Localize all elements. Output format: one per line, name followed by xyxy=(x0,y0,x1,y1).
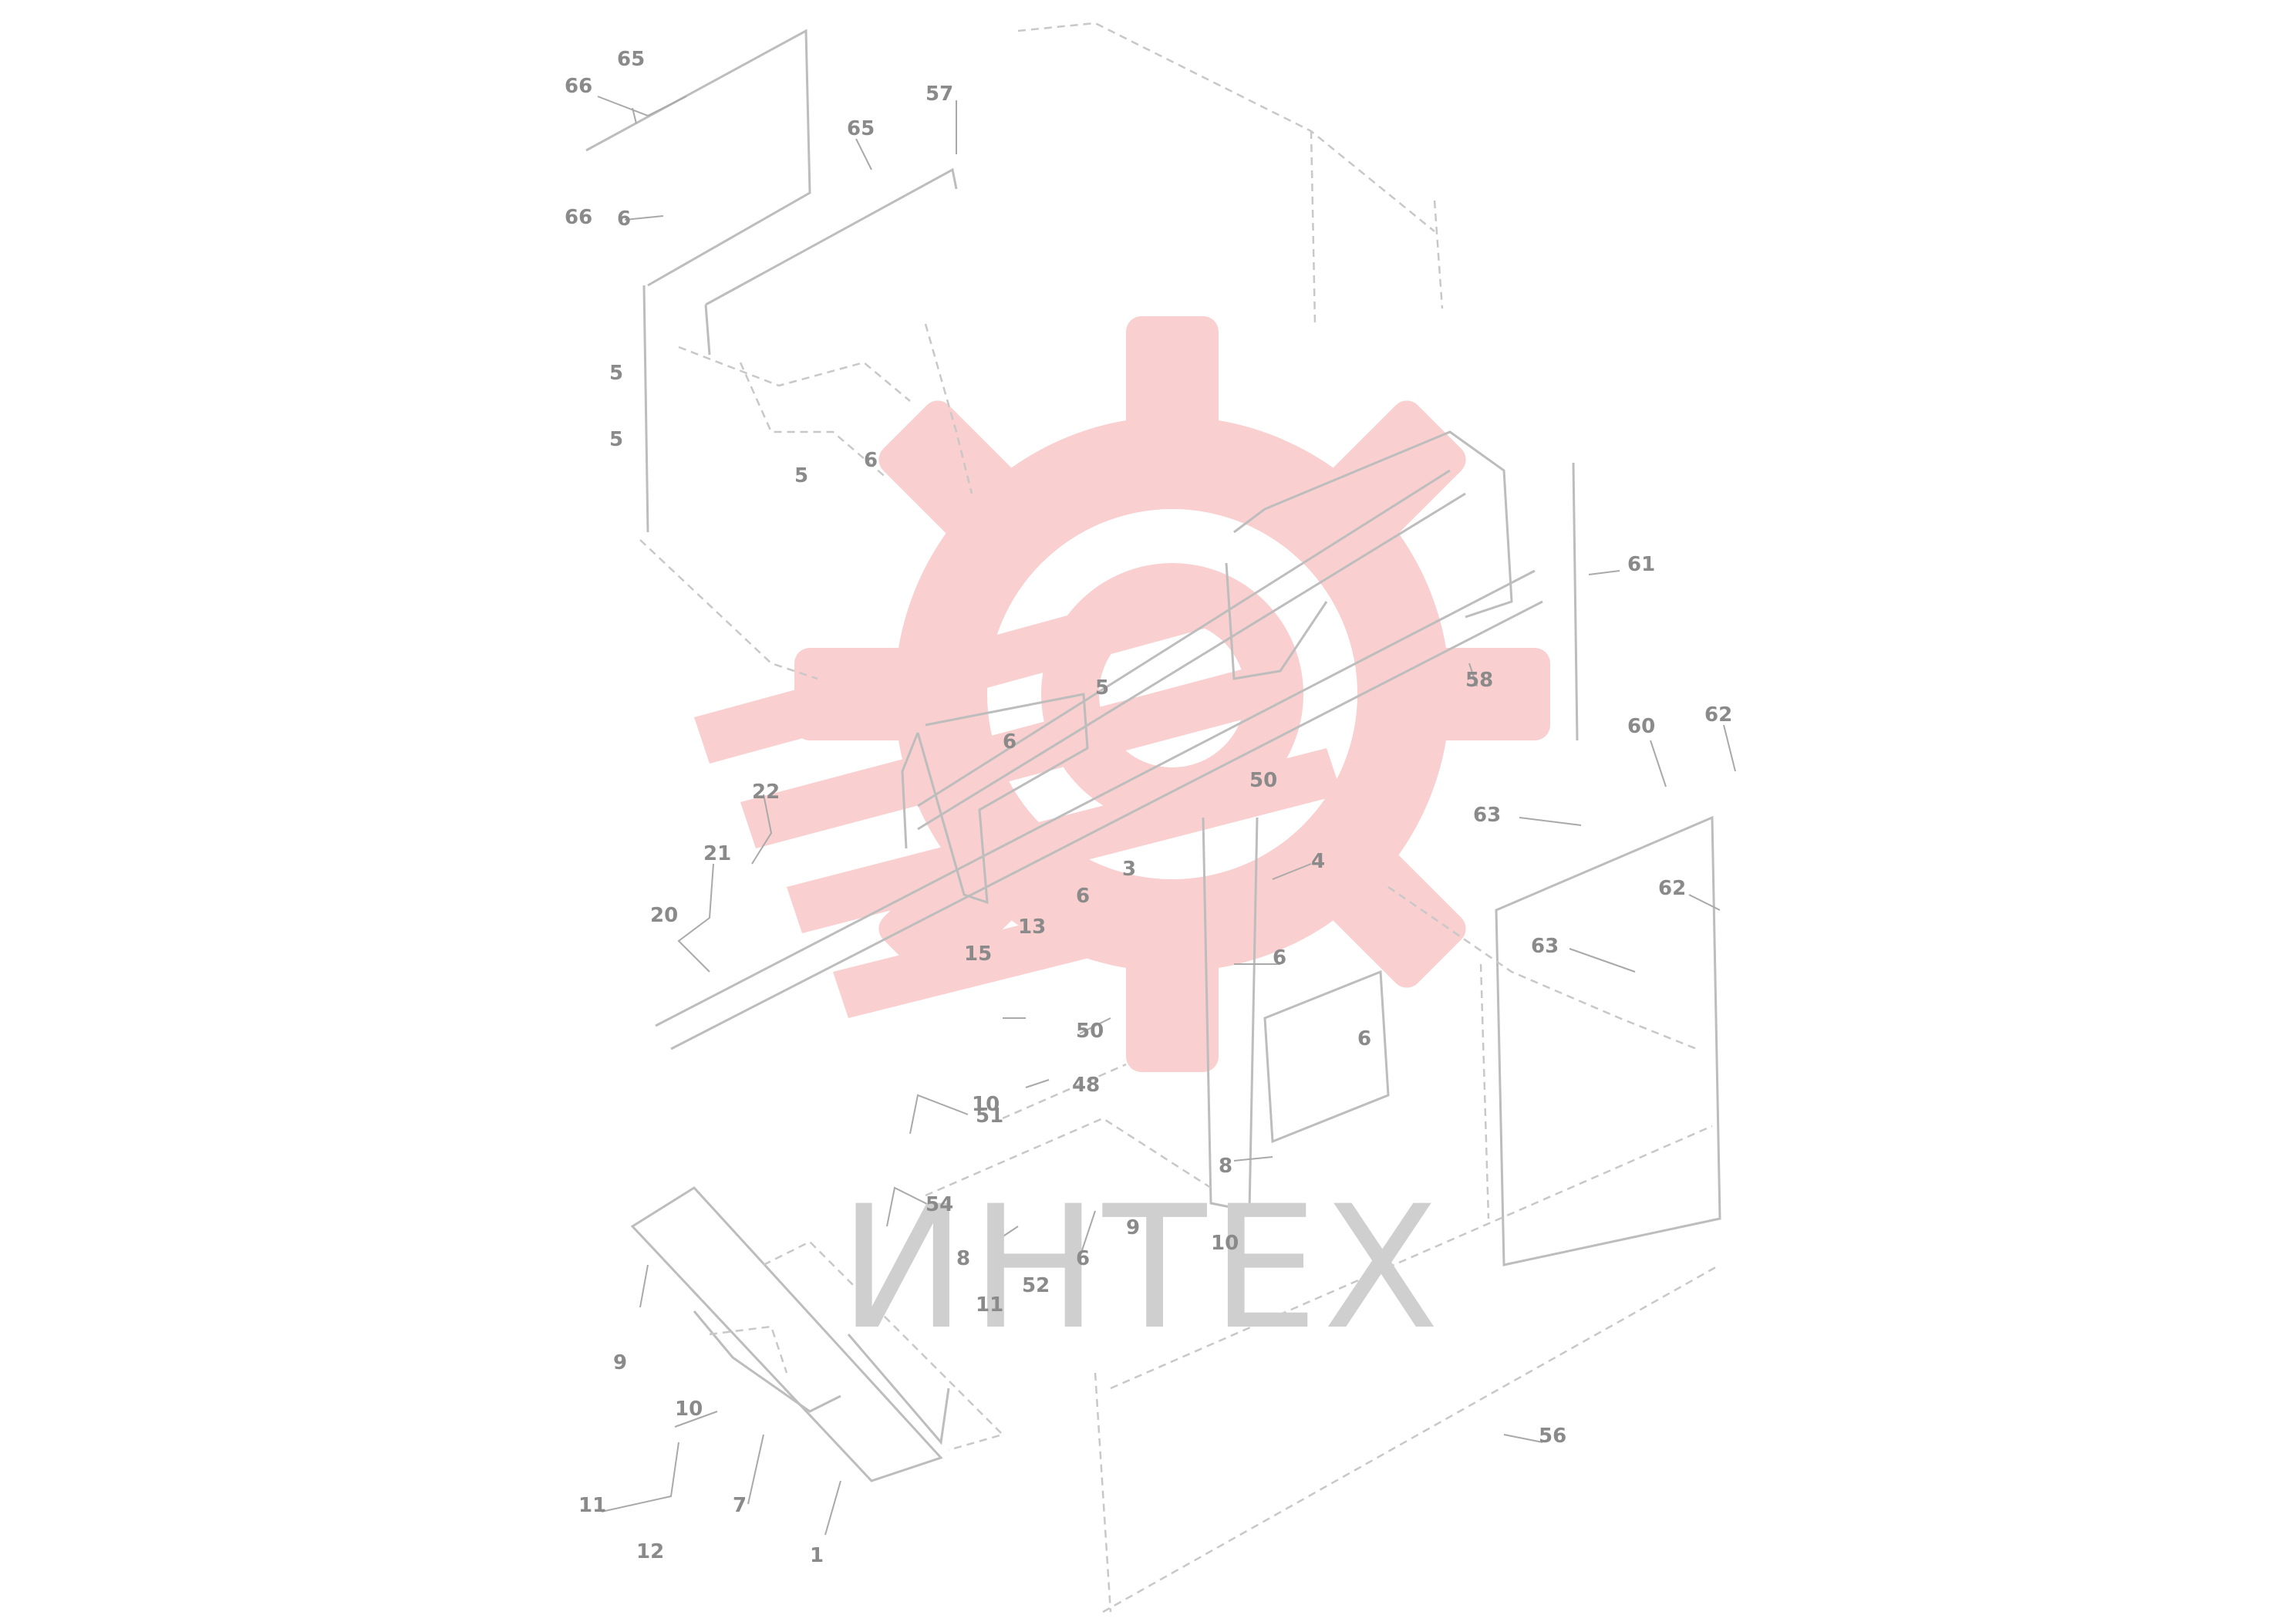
callout-label: 51 xyxy=(976,1104,1003,1128)
exploded-view-line-art xyxy=(585,22,1721,1614)
callout-label: 22 xyxy=(752,781,780,804)
callout-label: 10 xyxy=(972,1093,1000,1116)
callout-label: 50 xyxy=(1249,769,1277,792)
callout-leader-lines xyxy=(597,96,1736,1536)
callout-label: 66 xyxy=(565,206,592,229)
callout-label: 11 xyxy=(578,1494,606,1517)
callout-label: 5 xyxy=(1095,676,1109,700)
callout-label: 12 xyxy=(636,1540,664,1563)
watermark-text: ИНТЕХ xyxy=(839,1169,1444,1367)
callout-label: 63 xyxy=(1531,935,1559,958)
part-number-callouts: 66 65 66 6 65 57 5 5 5 6 61 58 60 62 63 … xyxy=(565,48,1732,1567)
callout-label: 6 xyxy=(617,207,631,231)
callout-label: 8 xyxy=(1219,1155,1232,1178)
callout-label: 5 xyxy=(609,428,623,451)
gear-logo-watermark xyxy=(694,316,1550,1072)
callout-label: 56 xyxy=(1539,1425,1566,1448)
callout-label: 8 xyxy=(956,1247,970,1270)
callout-label: 21 xyxy=(703,842,731,865)
callout-label: 3 xyxy=(1122,858,1136,881)
callout-label: 1 xyxy=(810,1544,824,1567)
callout-label: 10 xyxy=(675,1398,703,1421)
callout-label: 9 xyxy=(613,1351,627,1374)
callout-label: 52 xyxy=(1022,1274,1050,1297)
callout-label: 58 xyxy=(1465,669,1493,692)
callout-label: 48 xyxy=(1072,1074,1100,1097)
callout-label: 6 xyxy=(1076,1247,1090,1270)
callout-label: 66 xyxy=(565,75,592,98)
callout-label: 6 xyxy=(1003,730,1017,754)
callout-label: 54 xyxy=(925,1193,953,1216)
callout-label: 65 xyxy=(847,117,875,140)
callout-label: 10 xyxy=(1211,1232,1239,1255)
callout-label: 62 xyxy=(1704,703,1732,727)
callout-label: 65 xyxy=(617,48,645,71)
callout-label: 5 xyxy=(609,362,623,385)
callout-label: 20 xyxy=(650,904,678,927)
callout-label: 13 xyxy=(1018,916,1046,939)
callout-label: 61 xyxy=(1627,553,1655,576)
callout-label: 4 xyxy=(1311,850,1325,873)
callout-label: 9 xyxy=(1126,1216,1140,1239)
callout-label: 6 xyxy=(1076,885,1090,908)
callout-label: 63 xyxy=(1473,804,1501,827)
callout-label: 11 xyxy=(976,1293,1003,1317)
callout-label: 6 xyxy=(864,449,878,472)
callout-label: 15 xyxy=(964,943,992,966)
callout-label: 6 xyxy=(1357,1027,1371,1050)
callout-label: 6 xyxy=(1273,946,1286,969)
callout-label: 5 xyxy=(794,464,808,487)
callout-label: 7 xyxy=(733,1494,747,1517)
callout-label: 50 xyxy=(1076,1020,1104,1043)
callout-label: 60 xyxy=(1627,715,1655,738)
callout-label: 62 xyxy=(1658,877,1686,900)
callout-label: 57 xyxy=(925,83,953,106)
